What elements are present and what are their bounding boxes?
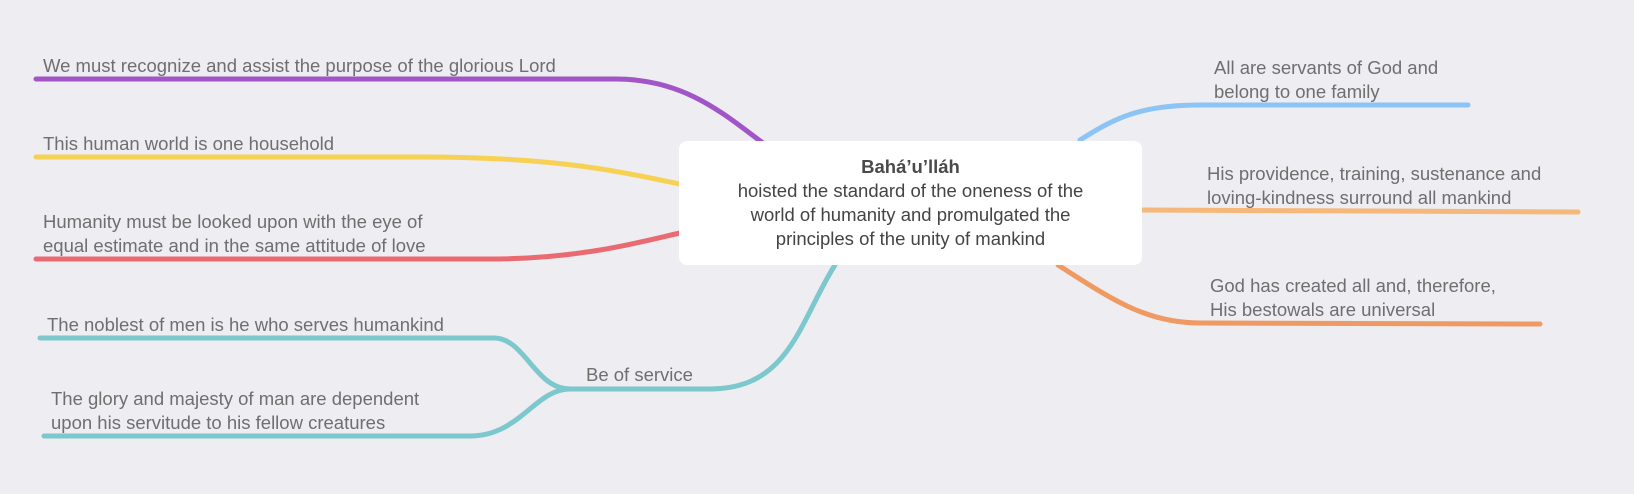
central-topic[interactable]: Bahá’u’lláh hoisted the standard of the …	[679, 141, 1142, 265]
topic-servants-of-god[interactable]: All are servants of God and belong to on…	[1214, 56, 1438, 104]
central-topic-line-1: hoisted the standard of the oneness of t…	[737, 180, 1084, 201]
topic-providence[interactable]: His providence, training, sustenance and…	[1207, 162, 1541, 210]
topic-providence-line-2: loving-kindness surround all mankind	[1207, 187, 1512, 208]
central-topic-line-3: principles of the unity of mankind	[775, 228, 1046, 249]
subtopic-noblest-of-men[interactable]: The noblest of men is he who serves huma…	[47, 314, 444, 335]
topic-providence-line-1: His providence, training, sustenance and	[1207, 163, 1542, 184]
connector-noblest-of-men	[37, 335, 573, 392]
central-topic-line-2: world of humanity and promulgated the	[750, 204, 1071, 225]
connector-purpose-of-lord	[33, 76, 773, 151]
connector-servants-of-god	[1077, 102, 1471, 143]
topic-equal-estimate-line-2: equal estimate and in the same attitude …	[43, 235, 426, 256]
topic-equal-estimate-line-1: Humanity must be looked upon with the ey…	[43, 211, 423, 232]
subtopic-glory-and-majesty-line-1: The glory and majesty of man are depende…	[51, 388, 420, 409]
connector-providence	[1139, 207, 1581, 215]
topic-equal-estimate[interactable]: Humanity must be looked upon with the ey…	[43, 210, 426, 258]
subtopic-glory-and-majesty-line-2: upon his servitude to his fellow creatur…	[51, 412, 386, 433]
topic-one-household[interactable]: This human world is one household	[43, 133, 335, 154]
central-topic-title: Bahá’u’lláh	[861, 156, 960, 177]
connector-god-created-all	[1055, 262, 1543, 327]
subtopic-glory-and-majesty[interactable]: The glory and majesty of man are depende…	[51, 387, 419, 435]
topic-god-created-all-line-2: His bestowals are universal	[1210, 299, 1436, 320]
connector-be-of-service	[565, 262, 838, 392]
topic-god-created-all-line-1: God has created all and, therefore,	[1210, 275, 1496, 296]
topic-be-of-service[interactable]: Be of service	[586, 364, 693, 385]
topic-purpose-of-lord[interactable]: We must recognize and assist the purpose…	[43, 55, 556, 76]
connector-glory-and-majesty	[41, 386, 573, 439]
connector-equal-estimate	[33, 230, 683, 262]
topic-god-created-all[interactable]: God has created all and, therefore, His …	[1210, 274, 1496, 322]
topic-servants-of-god-line-1: All are servants of God and	[1214, 57, 1439, 78]
topic-servants-of-god-line-2: belong to one family	[1214, 81, 1380, 102]
connector-one-household	[33, 154, 683, 187]
